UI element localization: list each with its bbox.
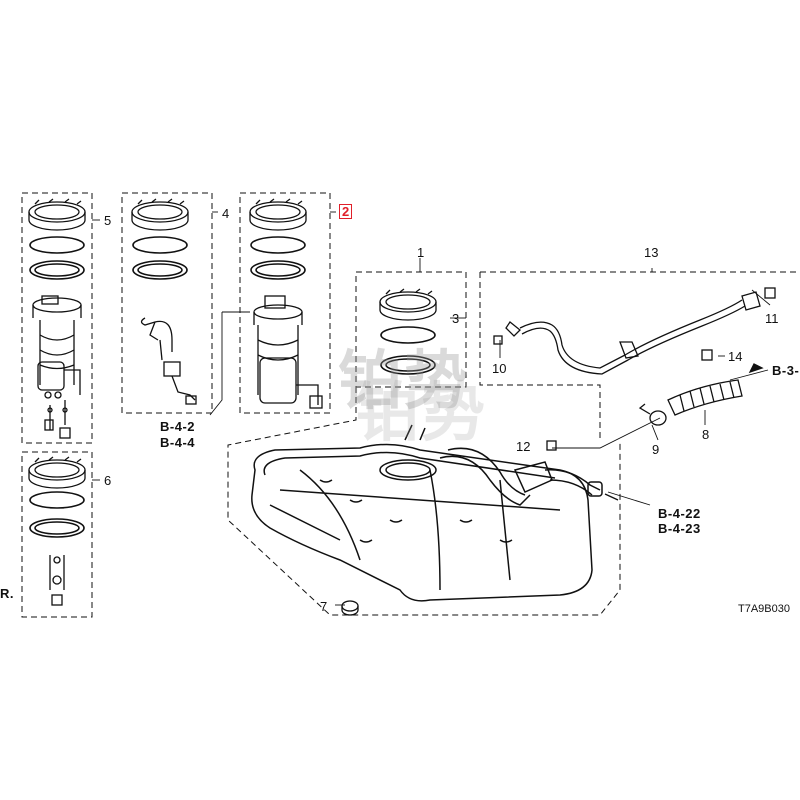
group-box-1 — [227, 387, 621, 616]
locking-rings — [28, 198, 437, 489]
arrow-b422 — [604, 493, 619, 501]
watermark-text: 铂势 — [338, 345, 470, 419]
part-8-bellows — [667, 379, 743, 416]
ring-6 — [28, 456, 86, 489]
group-box-4 — [121, 192, 213, 414]
pump-module-2 — [253, 295, 323, 409]
ref-b-4-2[interactable]: B-4-2 — [160, 419, 196, 434]
callout-8[interactable]: 8 — [702, 427, 710, 442]
part-7-cap — [341, 600, 359, 612]
group-box-13 — [479, 271, 800, 440]
part-7-cap-side — [341, 606, 359, 616]
ring-5 — [28, 198, 86, 231]
ring-2 — [249, 198, 307, 231]
callout-5[interactable]: 5 — [104, 213, 112, 228]
callout-12[interactable]: 12 — [516, 439, 531, 454]
sender-4 — [140, 317, 197, 405]
leader-lines — [92, 211, 771, 606]
callout-4[interactable]: 4 — [222, 206, 230, 221]
callout-3[interactable]: 3 — [452, 311, 460, 326]
ring-3 — [379, 288, 437, 321]
module-6-parts — [49, 555, 65, 606]
callout-9[interactable]: 9 — [652, 442, 660, 457]
fuel-tank — [251, 424, 603, 602]
part-12-nut — [546, 440, 557, 451]
pump-module-5 — [32, 295, 82, 439]
part-11-clip — [764, 287, 776, 299]
group-box-2 — [239, 192, 331, 414]
group-boxes — [21, 192, 800, 618]
part-14-clip — [701, 349, 713, 361]
ref-b-3[interactable]: B-3- — [772, 363, 800, 378]
callout-7[interactable]: 7 — [320, 599, 328, 614]
ref-b-4-4[interactable]: B-4-4 — [160, 435, 196, 450]
group-box-3 — [355, 271, 467, 388]
edge-mark-r: R. — [0, 586, 14, 601]
diagram-code: T7A9B030 — [738, 603, 790, 615]
callout-2-highlighted[interactable]: 2 — [339, 204, 353, 219]
callout-11[interactable]: 11 — [765, 311, 779, 326]
ref-b-4-23[interactable]: B-4-23 — [658, 521, 701, 536]
callout-14[interactable]: 14 — [728, 349, 743, 364]
gaskets — [29, 236, 436, 538]
group-box-5 — [21, 192, 93, 444]
callout-6[interactable]: 6 — [104, 473, 112, 488]
part-10-clip — [493, 335, 503, 345]
breather-pipe-13 — [505, 291, 761, 375]
watermark-text-shadow: 铂势 — [355, 377, 487, 451]
ref-b-4-22[interactable]: B-4-22 — [658, 506, 701, 521]
callout-13[interactable]: 13 — [644, 245, 659, 260]
callout-10[interactable]: 10 — [492, 361, 507, 376]
part-9-clamp — [638, 403, 667, 426]
callout-1[interactable]: 1 — [417, 245, 425, 260]
arrow-b3 — [748, 363, 764, 374]
ring-4 — [131, 198, 189, 231]
group-box-6 — [21, 451, 93, 618]
